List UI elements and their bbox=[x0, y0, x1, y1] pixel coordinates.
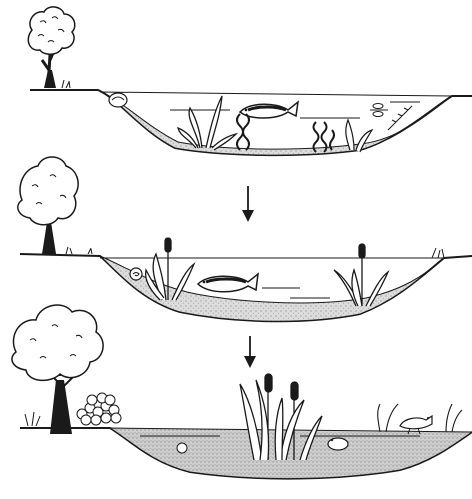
grass-icon bbox=[432, 248, 444, 258]
sediment-layer bbox=[98, 90, 452, 155]
tree-icon bbox=[18, 157, 78, 254]
shoreline bbox=[30, 90, 472, 155]
snail-icon bbox=[109, 93, 127, 107]
grass-icon bbox=[25, 412, 40, 426]
snail-icon bbox=[177, 443, 187, 453]
fish-icon bbox=[198, 274, 258, 292]
fish-icon bbox=[240, 102, 298, 118]
stage-marsh bbox=[12, 305, 472, 479]
grass-icon bbox=[66, 247, 92, 254]
pondweed-icon bbox=[178, 96, 236, 150]
tree-icon bbox=[28, 7, 75, 88]
cattail-icon bbox=[240, 374, 322, 460]
shrub-icon bbox=[77, 393, 121, 425]
stage-shallowing-lake bbox=[18, 157, 472, 321]
arrow-down-icon bbox=[244, 336, 256, 368]
stage-open-lake bbox=[28, 7, 472, 155]
frog-icon bbox=[328, 438, 348, 450]
grass-icon bbox=[62, 80, 70, 88]
snail-icon bbox=[130, 268, 142, 280]
dragonfly-icon bbox=[370, 104, 388, 117]
coontail-icon bbox=[237, 114, 249, 150]
arrow-down-icon bbox=[242, 186, 254, 222]
